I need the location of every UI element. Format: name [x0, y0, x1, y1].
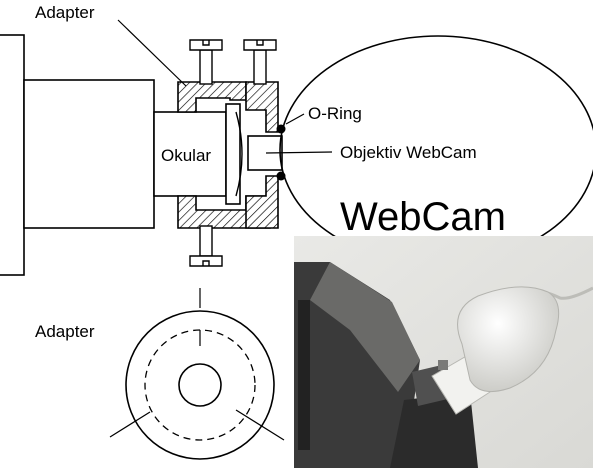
adapter-housing	[177, 81, 279, 229]
label-objektiv-webcam: Objektiv WebCam	[340, 143, 477, 162]
thumb-screw-top-right	[243, 39, 277, 85]
label-o-ring: O-Ring	[308, 104, 362, 123]
leader-lines	[117, 19, 333, 154]
label-adapter-bottom: Adapter	[35, 322, 95, 341]
label-adapter-top: Adapter	[35, 3, 95, 22]
label-webcam: WebCam	[340, 195, 506, 239]
label-okular: Okular	[161, 146, 211, 165]
thumb-screw-top-left	[189, 39, 223, 85]
thumb-screw-bottom	[189, 225, 223, 267]
eyepiece	[153, 103, 243, 205]
webcam-on-telescope-photo	[294, 236, 593, 468]
adapter-front-view	[109, 288, 285, 460]
telescope-body	[0, 34, 155, 276]
